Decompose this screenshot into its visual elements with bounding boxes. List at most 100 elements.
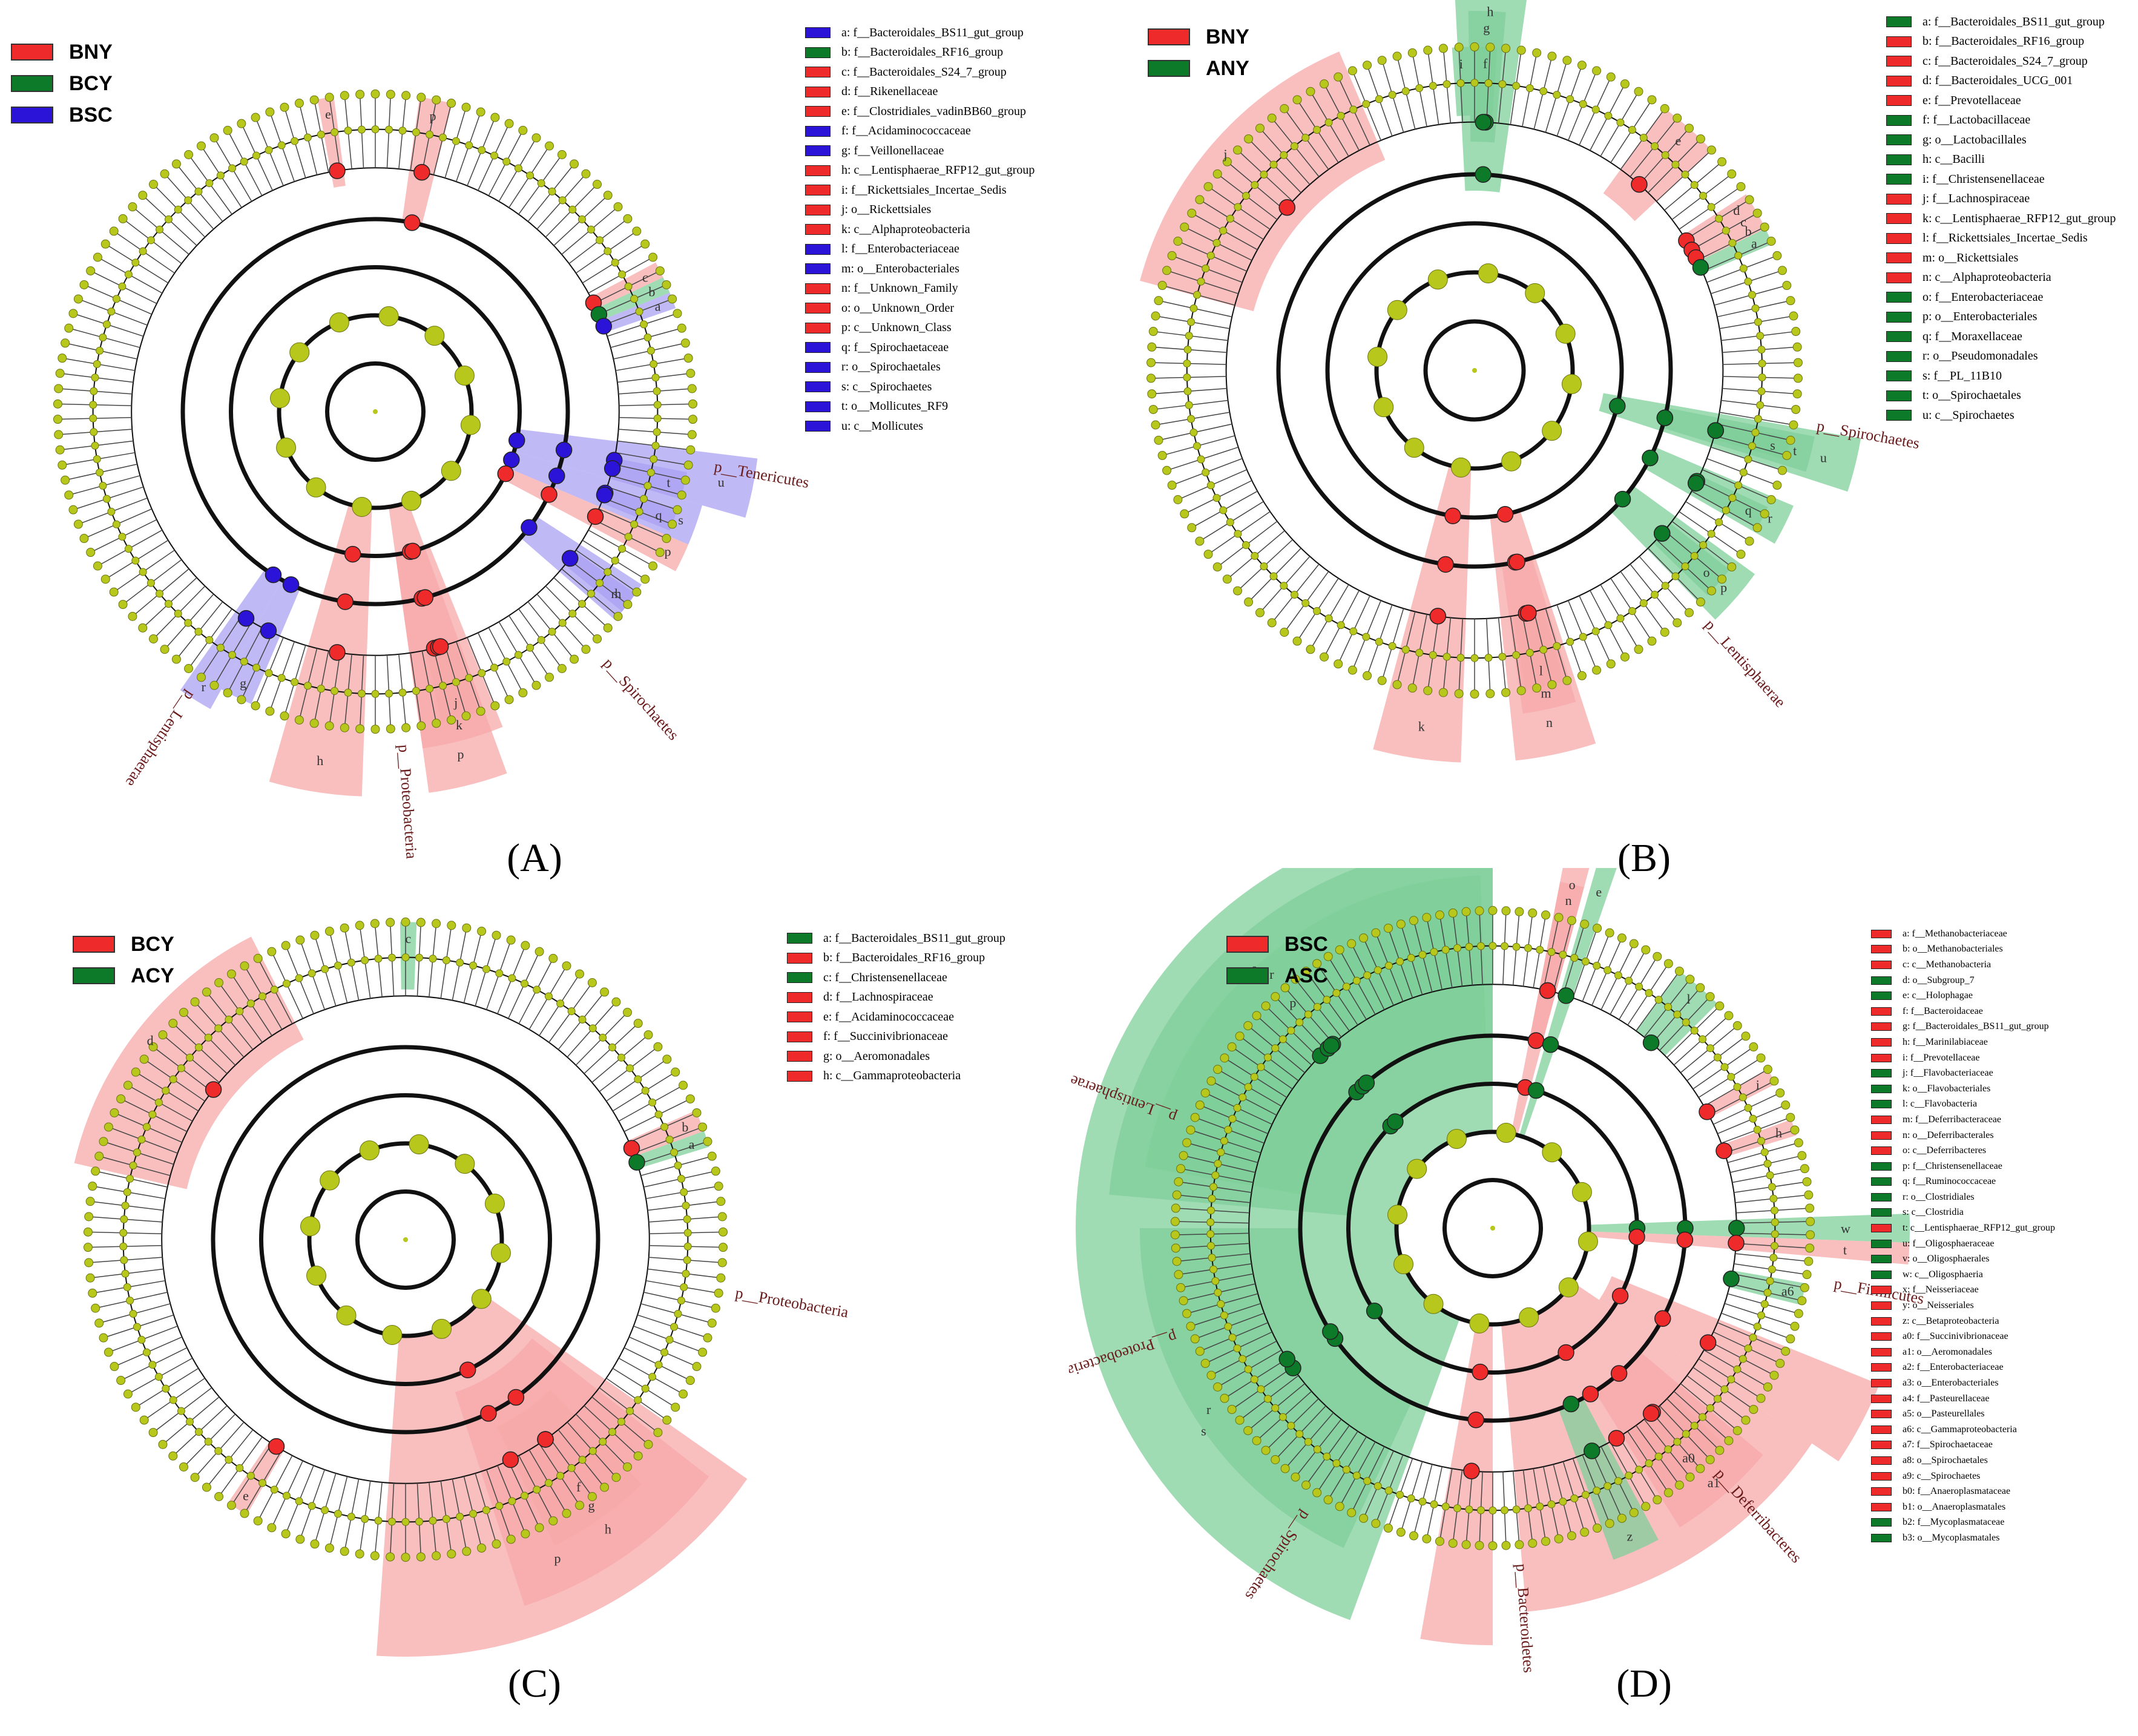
taxon-label: a: f__Bacteroidales_BS11_gut_group	[823, 931, 1005, 945]
genus-node	[1604, 621, 1613, 630]
taxon-legend-item: r: o__Pseudomonadales	[1886, 347, 2116, 367]
class-node	[1367, 346, 1388, 367]
leaf-node	[1769, 1076, 1779, 1086]
leaf-node	[707, 1318, 717, 1328]
taxon-label: a5: o__Pasteurellales	[1903, 1409, 1985, 1419]
leaf-node	[633, 1019, 643, 1028]
group-swatch	[1148, 28, 1190, 45]
taxon-swatch	[805, 204, 831, 215]
genus-node	[502, 657, 511, 666]
leaf-node	[593, 634, 602, 643]
leaf-node	[99, 1333, 108, 1343]
taxon-swatch	[805, 224, 831, 235]
leaf-node	[1515, 907, 1524, 916]
leaf-node	[1705, 1455, 1715, 1464]
clade-letter: g	[240, 676, 246, 691]
group-swatch	[1226, 936, 1269, 953]
genus-node	[1654, 996, 1663, 1004]
leaf-node	[623, 1462, 633, 1471]
group-label: ANY	[1206, 56, 1249, 80]
genus-node	[624, 533, 633, 541]
clade-letter: g	[1483, 20, 1490, 35]
enriched-node	[1444, 507, 1461, 525]
taxon-legend-item: h: c__Lentisphaerae_RFP12_gut_group	[805, 161, 1034, 181]
genus-node	[137, 1136, 146, 1144]
genus-node	[1324, 614, 1333, 623]
genus-node	[439, 133, 447, 142]
leaf-node	[1792, 389, 1802, 399]
taxon-legend-item: p: c__Unknown_Class	[805, 318, 1034, 338]
genus-node	[1616, 614, 1625, 623]
clade-letter: t	[1843, 1243, 1847, 1258]
taxon-swatch	[1886, 134, 1912, 146]
taxon-swatch	[1871, 1301, 1892, 1310]
clade-letter: e	[1675, 133, 1681, 148]
genus-node	[533, 985, 541, 994]
genus-node	[1219, 226, 1228, 235]
genus-node	[133, 1148, 141, 1157]
leaf-node	[110, 1108, 119, 1117]
genus-node	[1748, 291, 1757, 299]
group-legend-item: BNY	[1148, 21, 1249, 53]
genus-node	[1753, 1323, 1761, 1331]
taxon-legend-item: l: f__Rickettsiales_Incertae_Sedis	[1886, 229, 2116, 249]
leaf-node	[401, 723, 411, 732]
class-node	[1555, 323, 1576, 344]
taxon-swatch	[1871, 1208, 1892, 1217]
taxon-legend-item: v: o__Oligosphaerales	[1871, 1251, 2055, 1267]
genus-node	[123, 1188, 131, 1196]
genus-node	[1570, 1494, 1579, 1502]
leaf-node	[223, 125, 232, 135]
genus-node	[456, 1513, 464, 1521]
taxon-label: t: o__Mollicutes_RF9	[841, 399, 949, 413]
leaf-node	[267, 1523, 277, 1533]
leaf-node	[1562, 676, 1572, 685]
genus-node	[1625, 976, 1633, 985]
enriched-node	[344, 545, 361, 563]
enriched-node	[1692, 259, 1709, 276]
class-node	[352, 496, 372, 517]
leaf-node	[1438, 44, 1448, 53]
taxon-swatch	[1871, 929, 1892, 938]
clade-letter: r	[1269, 967, 1274, 982]
enriched-node	[1584, 1442, 1600, 1459]
taxon-swatch	[1886, 213, 1912, 225]
enriched-node	[329, 644, 346, 661]
taxon-label: e: c__Holophagae	[1903, 990, 1973, 1001]
taxon-legend-item: j: f__Flavobacteriaceae	[1871, 1065, 2055, 1081]
genus-node	[1304, 1438, 1312, 1446]
leaf-node	[1261, 1445, 1271, 1455]
class-node	[1561, 374, 1582, 395]
genus-node	[291, 137, 299, 145]
genus-node	[124, 545, 133, 553]
leaf-node	[1162, 266, 1172, 275]
leaf-node	[1306, 87, 1315, 96]
taxon-label: k: o__Flavobacteriales	[1903, 1083, 1991, 1094]
genus-node	[1635, 982, 1643, 991]
leaf-node	[432, 919, 441, 929]
taxon-swatch	[1871, 1069, 1892, 1078]
taxon-label: h: c__Gammaproteobacteria	[823, 1069, 961, 1083]
genus-node	[119, 1229, 128, 1237]
leaf-node	[1335, 945, 1344, 955]
genus-node	[1269, 160, 1278, 169]
clade-letter: a	[655, 299, 661, 314]
leaf-node	[613, 611, 623, 621]
leaf-node	[557, 663, 567, 673]
taxon-swatch	[1871, 1286, 1892, 1295]
tree-ring-0	[355, 1189, 456, 1290]
leaf-node	[680, 475, 690, 485]
genus-node	[618, 545, 627, 553]
genus-node	[1728, 494, 1737, 502]
taxon-label: n: o__Deferribacterales	[1903, 1129, 1994, 1140]
taxon-swatch	[787, 1031, 812, 1042]
genus-node	[1197, 277, 1205, 286]
taxon-legend-item: t: c__Lentisphaerae_RFP12_gut_group	[1871, 1220, 2055, 1236]
leaf-node	[1804, 1190, 1814, 1200]
leaf-node	[281, 941, 291, 950]
leaf-node	[148, 634, 158, 643]
leaf-node	[1146, 373, 1156, 383]
root-node	[1472, 368, 1477, 373]
genus-node	[1498, 653, 1507, 661]
